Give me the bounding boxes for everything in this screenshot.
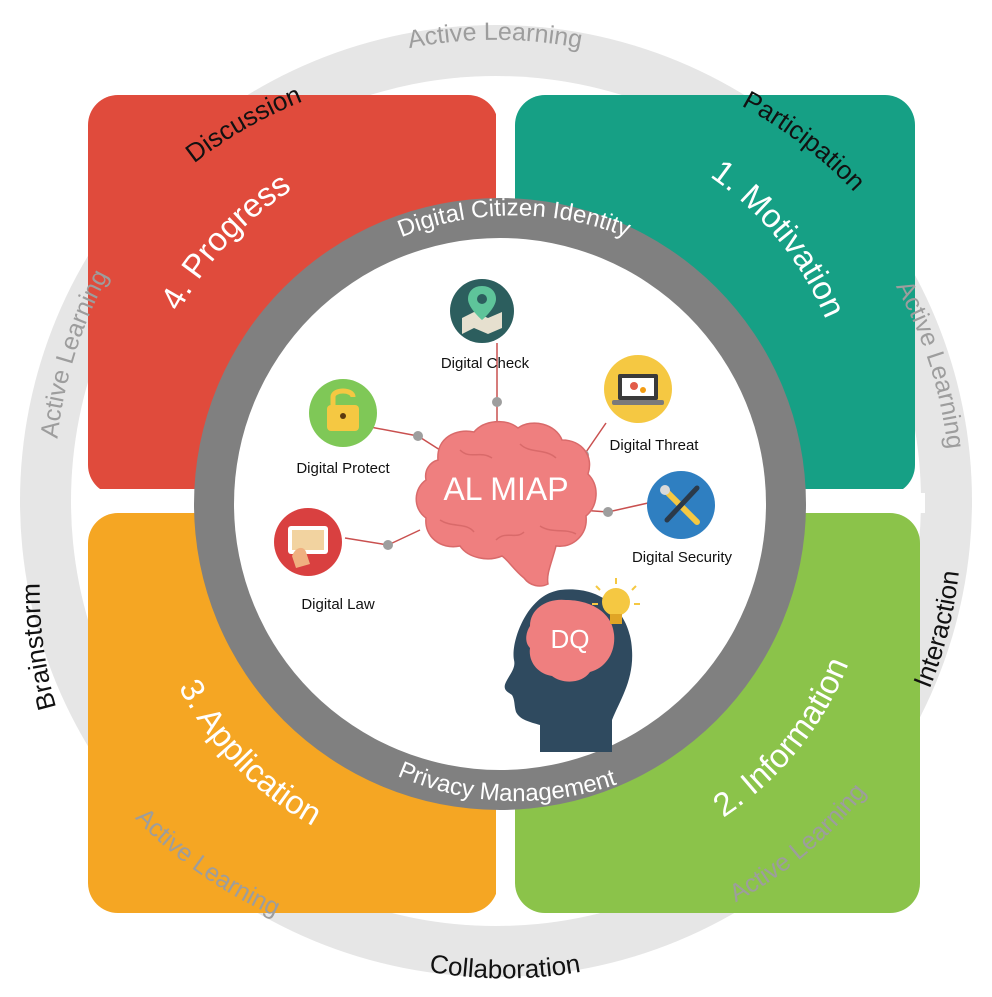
node-digital-law: Digital Law — [274, 508, 375, 613]
al-miap-label: AL MIAP — [443, 471, 568, 507]
node-digital-check: Digital Check — [441, 279, 530, 372]
digital-check-label: Digital Check — [441, 355, 530, 372]
head-brain — [526, 599, 615, 682]
digital-security-label: Digital Security — [632, 549, 733, 566]
brain-folds — [439, 443, 577, 541]
map-icon — [462, 312, 502, 334]
head-dq: DQ — [504, 589, 633, 752]
digital-threat-label: Digital Threat — [610, 437, 700, 454]
brain-al-miap: AL MIAP — [415, 420, 597, 587]
lightbulb-icon — [592, 578, 640, 624]
node-digital-threat: Digital Threat — [604, 355, 699, 454]
node-digital-protect: Digital Protect — [296, 379, 391, 477]
brain-shape — [415, 420, 597, 587]
dq-label: DQ — [551, 624, 590, 654]
node-digital-security: Digital Security — [632, 471, 733, 566]
digital-law-label: Digital Law — [301, 596, 375, 613]
digital-protect-label: Digital Protect — [296, 460, 390, 477]
